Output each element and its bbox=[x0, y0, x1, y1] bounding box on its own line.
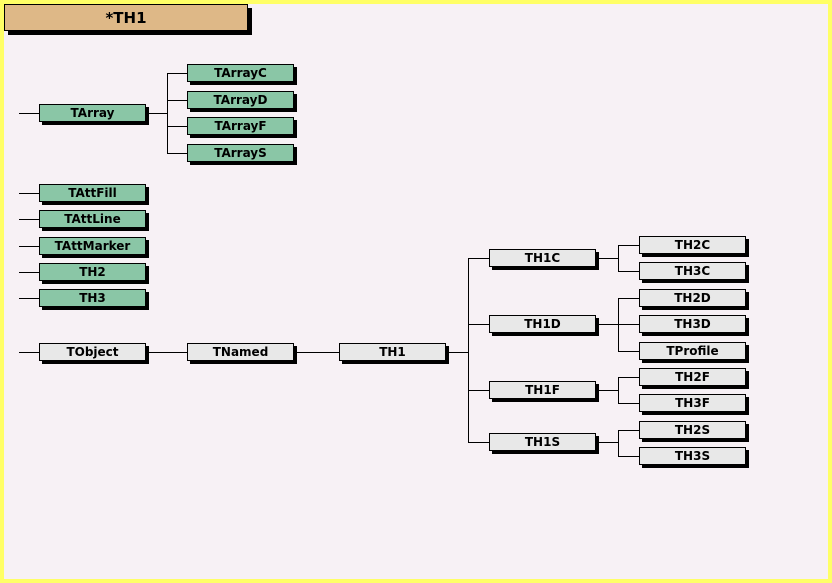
connector-th1d-th2d bbox=[618, 298, 639, 299]
class-node-tnamed[interactable]: TNamed bbox=[187, 343, 294, 361]
window-title-text: *TH1 bbox=[105, 8, 147, 27]
class-node-th3f[interactable]: TH3F bbox=[639, 394, 746, 412]
connector-bus-in-th1s bbox=[596, 442, 618, 443]
connector-bus-in-th1f bbox=[596, 390, 618, 391]
class-node-th1s[interactable]: TH1S bbox=[489, 433, 596, 451]
connector-stub-th2 bbox=[19, 272, 39, 273]
connector-bus-th1c bbox=[618, 245, 619, 271]
connector-th1-th1f bbox=[468, 390, 489, 391]
class-label: TH2F bbox=[675, 370, 710, 384]
class-label: TAttFill bbox=[68, 186, 117, 200]
class-node-tattfill[interactable]: TAttFill bbox=[39, 184, 146, 202]
class-node-th2s[interactable]: TH2S bbox=[639, 421, 746, 439]
class-label: TH1D bbox=[524, 317, 561, 331]
connector-th1c-th2c bbox=[618, 245, 639, 246]
connector-bus-in-th1 bbox=[446, 352, 468, 353]
class-label: TH3D bbox=[674, 317, 711, 331]
class-node-tarrayc[interactable]: TArrayC bbox=[187, 64, 294, 82]
class-label: TArrayD bbox=[213, 93, 268, 107]
class-label: TAttLine bbox=[64, 212, 121, 226]
connector-th1d-tprofile bbox=[618, 351, 639, 352]
class-label: TArrayC bbox=[214, 66, 267, 80]
class-label: TH2D bbox=[674, 291, 711, 305]
connector-stub-tattfill bbox=[19, 193, 39, 194]
class-node-tarrayf[interactable]: TArrayF bbox=[187, 117, 294, 135]
connector-th1-th1s bbox=[468, 442, 489, 443]
class-node-tprofile[interactable]: TProfile bbox=[639, 342, 746, 360]
class-node-tarrayd[interactable]: TArrayD bbox=[187, 91, 294, 109]
connector-bus-tarray bbox=[167, 73, 168, 153]
connector-th1s-th2s bbox=[618, 430, 639, 431]
class-node-tattline[interactable]: TAttLine bbox=[39, 210, 146, 228]
class-node-th1[interactable]: TH1 bbox=[339, 343, 446, 361]
connector-th1s-th3s bbox=[618, 456, 639, 457]
class-label: TH3 bbox=[79, 291, 106, 305]
diagram-canvas: *TH1 TArray TArrayC TArrayD TArrayF TArr… bbox=[4, 4, 828, 579]
connector-bus-in-th1d bbox=[596, 324, 618, 325]
class-label: TArrayF bbox=[214, 119, 267, 133]
class-label: TH1 bbox=[379, 345, 406, 359]
connector-tarray-tarrayd bbox=[167, 100, 187, 101]
class-label: TH2S bbox=[674, 423, 711, 437]
class-node-th3d[interactable]: TH3D bbox=[639, 315, 746, 333]
connector-tarray-tarrays bbox=[167, 153, 187, 154]
class-node-th1d[interactable]: TH1D bbox=[489, 315, 596, 333]
class-node-tarray[interactable]: TArray bbox=[39, 104, 146, 122]
connector-stub-tarray bbox=[19, 113, 39, 114]
connector-bus-in-th1c bbox=[596, 258, 618, 259]
class-label: TProfile bbox=[666, 344, 719, 358]
connector-bus-th1s bbox=[618, 430, 619, 456]
class-label: TObject bbox=[66, 345, 119, 359]
connector-stub-th3 bbox=[19, 298, 39, 299]
connector-bus-th1 bbox=[468, 258, 469, 442]
class-node-th1c[interactable]: TH1C bbox=[489, 249, 596, 267]
connector-tarray-tarrayc bbox=[167, 73, 187, 74]
connector-th1f-th3f bbox=[618, 403, 639, 404]
class-label: TH2C bbox=[674, 238, 711, 252]
class-label: TAttMarker bbox=[54, 239, 131, 253]
class-label: TH2 bbox=[79, 265, 106, 279]
connector-stub-tobject bbox=[19, 352, 39, 353]
connector-tnamed-th1 bbox=[294, 352, 339, 353]
class-node-tarrays[interactable]: TArrayS bbox=[187, 144, 294, 162]
connector-th1c-th3c bbox=[618, 271, 639, 272]
class-label: TH1C bbox=[524, 251, 561, 265]
connector-th1-th1d bbox=[468, 324, 489, 325]
connector-th1-th1c bbox=[468, 258, 489, 259]
class-node-th2c[interactable]: TH2C bbox=[639, 236, 746, 254]
class-node-th2d[interactable]: TH2D bbox=[639, 289, 746, 307]
class-node-th1f[interactable]: TH1F bbox=[489, 381, 596, 399]
class-node-th3c[interactable]: TH3C bbox=[639, 262, 746, 280]
class-label: TH3C bbox=[674, 264, 711, 278]
class-label: TNamed bbox=[212, 345, 269, 359]
class-label: TH1F bbox=[525, 383, 560, 397]
class-label: TH1S bbox=[524, 435, 561, 449]
class-label: TH3F bbox=[675, 396, 710, 410]
connector-stub-tattline bbox=[19, 219, 39, 220]
class-node-th2[interactable]: TH2 bbox=[39, 263, 146, 281]
connector-tarray-tarrayf bbox=[167, 126, 187, 127]
connector-bus-in-tarray bbox=[146, 113, 167, 114]
connector-th1f-th2f bbox=[618, 377, 639, 378]
class-node-tobject[interactable]: TObject bbox=[39, 343, 146, 361]
class-node-tattmarker[interactable]: TAttMarker bbox=[39, 237, 146, 255]
class-node-th3[interactable]: TH3 bbox=[39, 289, 146, 307]
window-title-bar[interactable]: *TH1 bbox=[4, 4, 248, 31]
class-label: TH3S bbox=[674, 449, 711, 463]
connector-stub-tattmarker bbox=[19, 246, 39, 247]
class-node-th2f[interactable]: TH2F bbox=[639, 368, 746, 386]
class-node-th3s[interactable]: TH3S bbox=[639, 447, 746, 465]
class-label: TArrayS bbox=[214, 146, 267, 160]
connector-bus-th1f bbox=[618, 377, 619, 403]
connector-tobject-tnamed bbox=[146, 352, 187, 353]
class-label: TArray bbox=[70, 106, 115, 120]
connector-th1d-th3d bbox=[618, 324, 639, 325]
